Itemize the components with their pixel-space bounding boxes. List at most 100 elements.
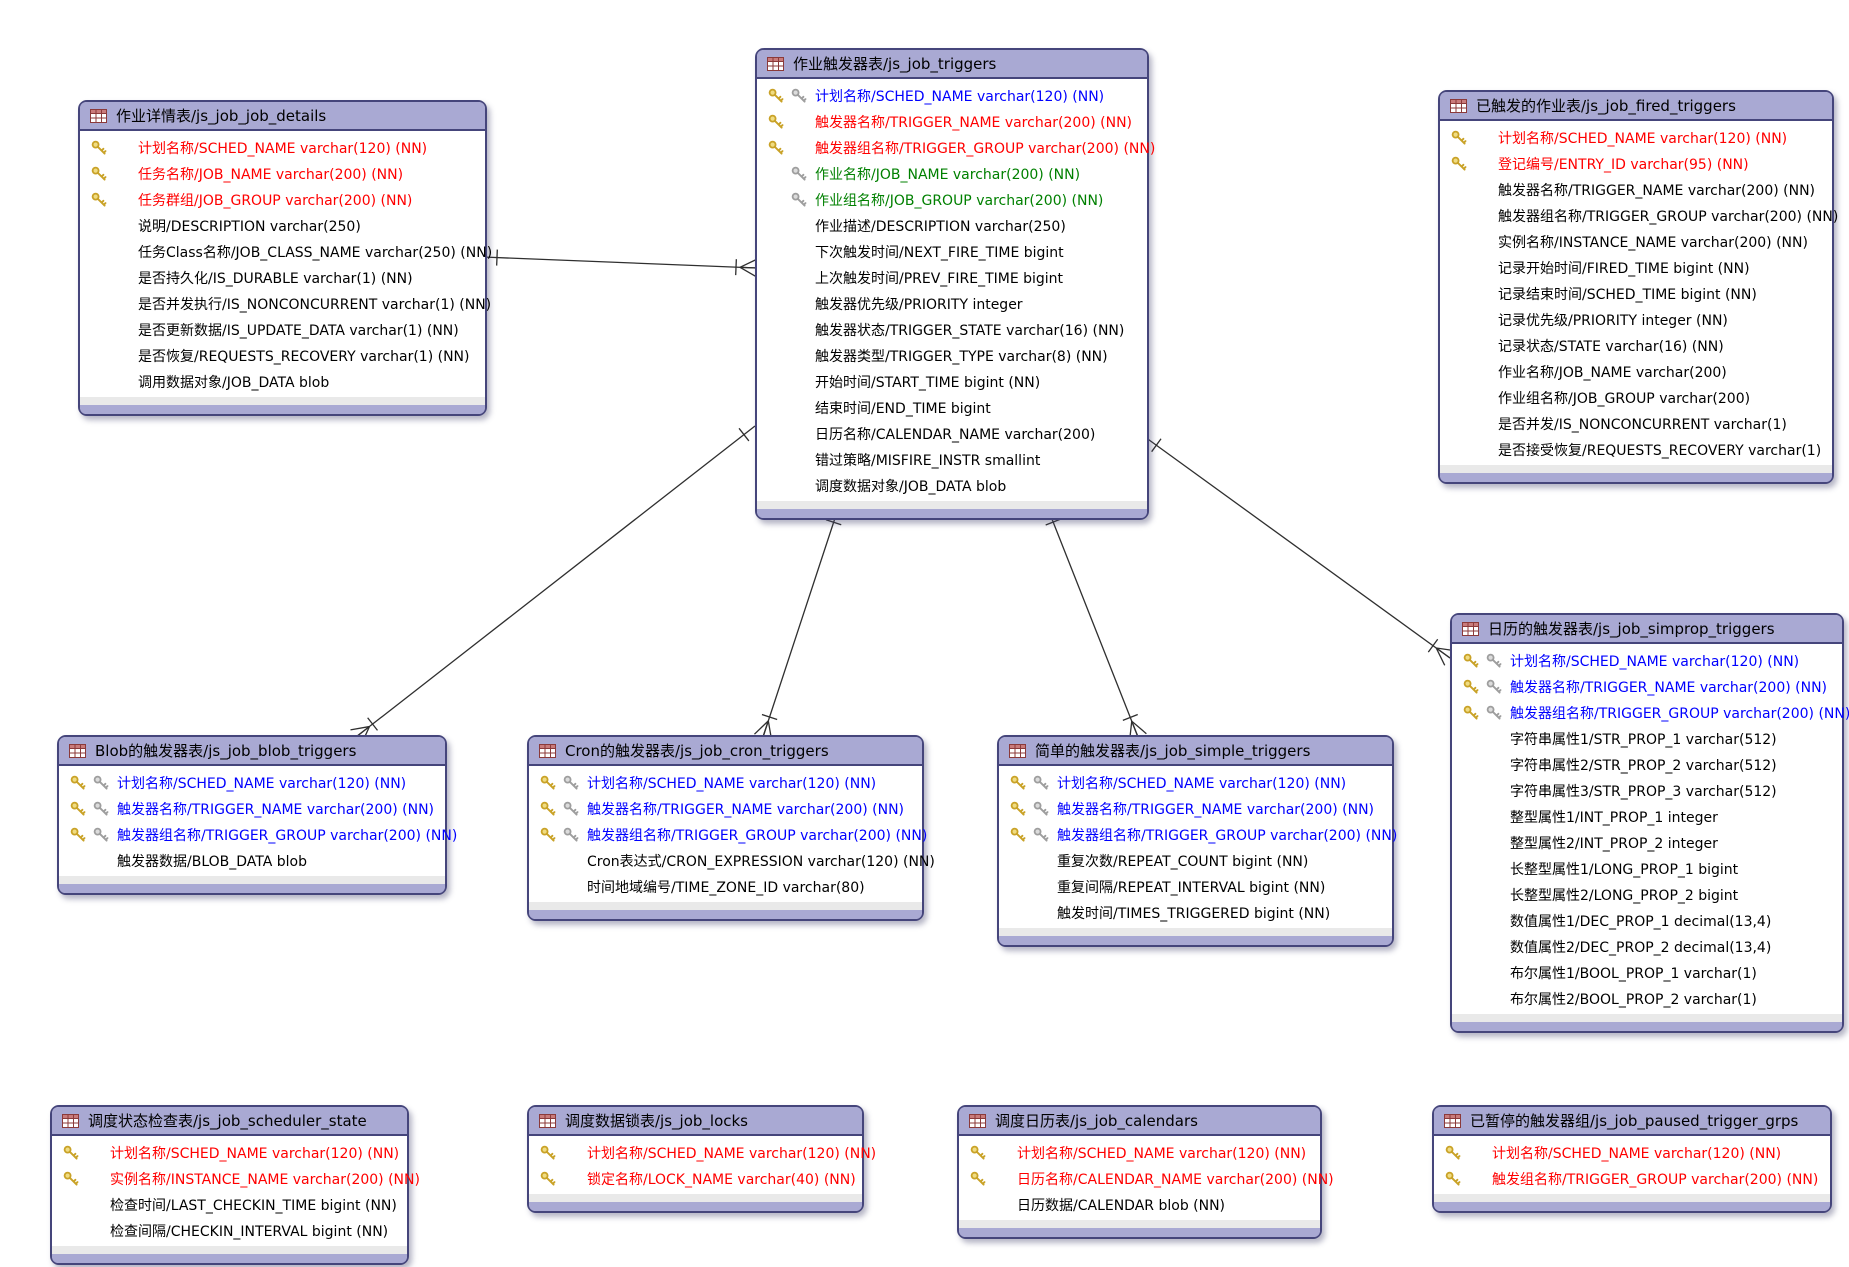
field-row[interactable]: 记录结束时间/SCHED_TIME bigint (NN) xyxy=(1440,281,1832,307)
table-js_job_calendars[interactable]: 调度日历表/js_job_calendars 计划名称/SCHED_NAME va… xyxy=(957,1105,1334,1239)
field-row[interactable]: 时间地域编号/TIME_ZONE_ID varchar(80) xyxy=(529,874,922,900)
field-row[interactable]: 重复间隔/REPEAT_INTERVAL bigint (NN) xyxy=(999,874,1392,900)
field-row[interactable]: 记录优先级/PRIORITY integer (NN) xyxy=(1440,307,1832,333)
field-row[interactable]: 触发器组名称/TRIGGER_GROUP varchar(200) (NN) xyxy=(59,822,457,848)
field-row[interactable]: 触发器名称/TRIGGER_NAME varchar(200) (NN) xyxy=(529,796,922,822)
field-row[interactable]: 计划名称/SCHED_NAME varchar(120) (NN) xyxy=(999,770,1392,796)
field-row[interactable]: 触发器名称/TRIGGER_NAME varchar(200) (NN) xyxy=(757,109,1147,135)
table-title-bar[interactable]: 调度状态检查表/js_job_scheduler_state xyxy=(52,1107,407,1136)
table-title-bar[interactable]: 调度日历表/js_job_calendars xyxy=(959,1107,1320,1136)
field-row[interactable]: 计划名称/SCHED_NAME varchar(120) (NN) xyxy=(757,83,1147,109)
field-row[interactable]: 整型属性2/INT_PROP_2 integer xyxy=(1452,830,1842,856)
field-row[interactable]: 触发器状态/TRIGGER_STATE varchar(16) (NN) xyxy=(757,317,1147,343)
table-js_job_blob_triggers[interactable]: Blob的触发器表/js_job_blob_triggers 计划名称/SCHED… xyxy=(57,735,457,895)
field-row[interactable]: 锁定名称/LOCK_NAME varchar(40) (NN) xyxy=(529,1166,862,1192)
field-row[interactable]: 触发器组名称/TRIGGER_GROUP varchar(200) (NN) xyxy=(1440,203,1838,229)
field-row[interactable]: Cron表达式/CRON_EXPRESSION varchar(120) (NN… xyxy=(529,848,935,874)
table-title-bar[interactable]: 已暂停的触发器组/js_job_paused_trigger_grps xyxy=(1434,1107,1830,1136)
field-row[interactable]: 数值属性1/DEC_PROP_1 decimal(13,4) xyxy=(1452,908,1842,934)
field-row[interactable]: 日历名称/CALENDAR_NAME varchar(200) (NN) xyxy=(959,1166,1334,1192)
field-row[interactable]: 任务群组/JOB_GROUP varchar(200) (NN) xyxy=(80,187,485,213)
field-row[interactable]: 作业组名称/JOB_GROUP varchar(200) xyxy=(1440,385,1832,411)
field-row[interactable]: 是否并发/IS_NONCONCURRENT varchar(1) xyxy=(1440,411,1832,437)
field-row[interactable]: 重复次数/REPEAT_COUNT bigint (NN) xyxy=(999,848,1392,874)
field-row[interactable]: 是否持久化/IS_DURABLE varchar(1) (NN) xyxy=(80,265,485,291)
field-row[interactable]: 计划名称/SCHED_NAME varchar(120) (NN) xyxy=(529,1140,876,1166)
field-row[interactable]: 触发时间/TIMES_TRIGGERED bigint (NN) xyxy=(999,900,1392,926)
field-row[interactable]: 触发器数据/BLOB_DATA blob xyxy=(59,848,445,874)
field-row[interactable]: 计划名称/SCHED_NAME varchar(120) (NN) xyxy=(80,135,485,161)
field-row[interactable]: 调用数据对象/JOB_DATA blob xyxy=(80,369,485,395)
table-title-bar[interactable]: 调度数据锁表/js_job_locks xyxy=(529,1107,862,1136)
field-row[interactable]: 作业组名称/JOB_GROUP varchar(200) (NN) xyxy=(757,187,1147,213)
field-row[interactable]: 作业描述/DESCRIPTION varchar(250) xyxy=(757,213,1147,239)
field-row[interactable]: 结束时间/END_TIME bigint xyxy=(757,395,1147,421)
field-row[interactable]: 整型属性1/INT_PROP_1 integer xyxy=(1452,804,1842,830)
table-title-bar[interactable]: 已触发的作业表/js_job_fired_triggers xyxy=(1440,92,1832,121)
field-row[interactable]: 检查间隔/CHECKIN_INTERVAL bigint (NN) xyxy=(52,1218,407,1244)
field-row[interactable]: 触发器组名称/TRIGGER_GROUP varchar(200) (NN) xyxy=(529,822,927,848)
field-row[interactable]: 触发组名称/TRIGGER_GROUP varchar(200) (NN) xyxy=(1434,1166,1830,1192)
table-title-bar[interactable]: 日历的触发器表/js_job_simprop_triggers xyxy=(1452,615,1842,644)
field-row[interactable]: 触发器名称/TRIGGER_NAME varchar(200) (NN) xyxy=(999,796,1392,822)
field-row[interactable]: 是否更新数据/IS_UPDATE_DATA varchar(1) (NN) xyxy=(80,317,485,343)
field-row[interactable]: 字符串属性2/STR_PROP_2 varchar(512) xyxy=(1452,752,1842,778)
table-js_job_triggers[interactable]: 作业触发器表/js_job_triggers 计划名称/SCHED_NAME va… xyxy=(755,48,1155,520)
field-row[interactable]: 触发器优先级/PRIORITY integer xyxy=(757,291,1147,317)
field-row[interactable]: 记录开始时间/FIRED_TIME bigint (NN) xyxy=(1440,255,1832,281)
table-title-bar[interactable]: 简单的触发器表/js_job_simple_triggers xyxy=(999,737,1392,766)
field-row[interactable]: 数值属性2/DEC_PROP_2 decimal(13,4) xyxy=(1452,934,1842,960)
field-row[interactable]: 计划名称/SCHED_NAME varchar(120) (NN) xyxy=(52,1140,407,1166)
field-row[interactable]: 布尔属性2/BOOL_PROP_2 varchar(1) xyxy=(1452,986,1842,1012)
field-row[interactable]: 下次触发时间/NEXT_FIRE_TIME bigint xyxy=(757,239,1147,265)
table-js_job_paused_trigger_grps[interactable]: 已暂停的触发器组/js_job_paused_trigger_grps 计划名称/… xyxy=(1432,1105,1832,1213)
field-row[interactable]: 布尔属性1/BOOL_PROP_1 varchar(1) xyxy=(1452,960,1842,986)
table-title-bar[interactable]: Cron的触发器表/js_job_cron_triggers xyxy=(529,737,922,766)
table-js_job_scheduler_state[interactable]: 调度状态检查表/js_job_scheduler_state 计划名称/SCHED… xyxy=(50,1105,420,1265)
field-row[interactable]: 作业名称/JOB_NAME varchar(200) (NN) xyxy=(757,161,1147,187)
field-row[interactable]: 检查时间/LAST_CHECKIN_TIME bigint (NN) xyxy=(52,1192,407,1218)
field-row[interactable]: 字符串属性3/STR_PROP_3 varchar(512) xyxy=(1452,778,1842,804)
table-js_job_job_details[interactable]: 作业详情表/js_job_job_details 计划名称/SCHED_NAME … xyxy=(78,100,492,416)
field-row[interactable]: 长整型属性2/LONG_PROP_2 bigint xyxy=(1452,882,1842,908)
field-row[interactable]: 是否接受恢复/REQUESTS_RECOVERY varchar(1) xyxy=(1440,437,1832,463)
field-row[interactable]: 计划名称/SCHED_NAME varchar(120) (NN) xyxy=(529,770,922,796)
field-row[interactable]: 触发器组名称/TRIGGER_GROUP varchar(200) (NN) xyxy=(999,822,1397,848)
field-row[interactable]: 错过策略/MISFIRE_INSTR smallint xyxy=(757,447,1147,473)
table-js_job_fired_triggers[interactable]: 已触发的作业表/js_job_fired_triggers 计划名称/SCHED_… xyxy=(1438,90,1838,484)
field-row[interactable]: 是否恢复/REQUESTS_RECOVERY varchar(1) (NN) xyxy=(80,343,485,369)
table-js_job_locks[interactable]: 调度数据锁表/js_job_locks 计划名称/SCHED_NAME varch… xyxy=(527,1105,876,1213)
field-row[interactable]: 上次触发时间/PREV_FIRE_TIME bigint xyxy=(757,265,1147,291)
table-title-bar[interactable]: Blob的触发器表/js_job_blob_triggers xyxy=(59,737,445,766)
field-row[interactable]: 日历名称/CALENDAR_NAME varchar(200) xyxy=(757,421,1147,447)
field-row[interactable]: 计划名称/SCHED_NAME varchar(120) (NN) xyxy=(1434,1140,1830,1166)
field-row[interactable]: 触发器名称/TRIGGER_NAME varchar(200) (NN) xyxy=(59,796,445,822)
field-row[interactable]: 触发器名称/TRIGGER_NAME varchar(200) (NN) xyxy=(1440,177,1832,203)
table-title-bar[interactable]: 作业触发器表/js_job_triggers xyxy=(757,50,1147,79)
table-js_job_simple_triggers[interactable]: 简单的触发器表/js_job_simple_triggers 计划名称/SCHED… xyxy=(997,735,1397,947)
field-row[interactable]: 登记编号/ENTRY_ID varchar(95) (NN) xyxy=(1440,151,1832,177)
field-row[interactable]: 实例名称/INSTANCE_NAME varchar(200) (NN) xyxy=(1440,229,1832,255)
field-row[interactable]: 计划名称/SCHED_NAME varchar(120) (NN) xyxy=(1452,648,1842,674)
table-js_job_cron_triggers[interactable]: Cron的触发器表/js_job_cron_triggers 计划名称/SCHED… xyxy=(527,735,935,921)
field-row[interactable]: 作业名称/JOB_NAME varchar(200) xyxy=(1440,359,1832,385)
field-row[interactable]: 调度数据对象/JOB_DATA blob xyxy=(757,473,1147,499)
field-row[interactable]: 任务名称/JOB_NAME varchar(200) (NN) xyxy=(80,161,485,187)
field-row[interactable]: 开始时间/START_TIME bigint (NN) xyxy=(757,369,1147,395)
field-row[interactable]: 计划名称/SCHED_NAME varchar(120) (NN) xyxy=(959,1140,1320,1166)
field-row[interactable]: 长整型属性1/LONG_PROP_1 bigint xyxy=(1452,856,1842,882)
field-row[interactable]: 计划名称/SCHED_NAME varchar(120) (NN) xyxy=(1440,125,1832,151)
field-row[interactable]: 记录状态/STATE varchar(16) (NN) xyxy=(1440,333,1832,359)
field-row[interactable]: 是否并发执行/IS_NONCONCURRENT varchar(1) (NN) xyxy=(80,291,491,317)
field-row[interactable]: 触发器名称/TRIGGER_NAME varchar(200) (NN) xyxy=(1452,674,1842,700)
field-row[interactable]: 计划名称/SCHED_NAME varchar(120) (NN) xyxy=(59,770,445,796)
field-row[interactable]: 触发器组名称/TRIGGER_GROUP varchar(200) (NN) xyxy=(1452,700,1849,726)
field-row[interactable]: 说明/DESCRIPTION varchar(250) xyxy=(80,213,485,239)
field-row[interactable]: 触发器组名称/TRIGGER_GROUP varchar(200) (NN) xyxy=(757,135,1155,161)
field-row[interactable]: 触发器类型/TRIGGER_TYPE varchar(8) (NN) xyxy=(757,343,1147,369)
table-title-bar[interactable]: 作业详情表/js_job_job_details xyxy=(80,102,485,131)
field-row[interactable]: 字符串属性1/STR_PROP_1 varchar(512) xyxy=(1452,726,1842,752)
field-row[interactable]: 实例名称/INSTANCE_NAME varchar(200) (NN) xyxy=(52,1166,420,1192)
table-js_job_simprop_triggers[interactable]: 日历的触发器表/js_job_simprop_triggers 计划名称/SCHE… xyxy=(1450,613,1849,1033)
field-row[interactable]: 日历数据/CALENDAR blob (NN) xyxy=(959,1192,1320,1218)
